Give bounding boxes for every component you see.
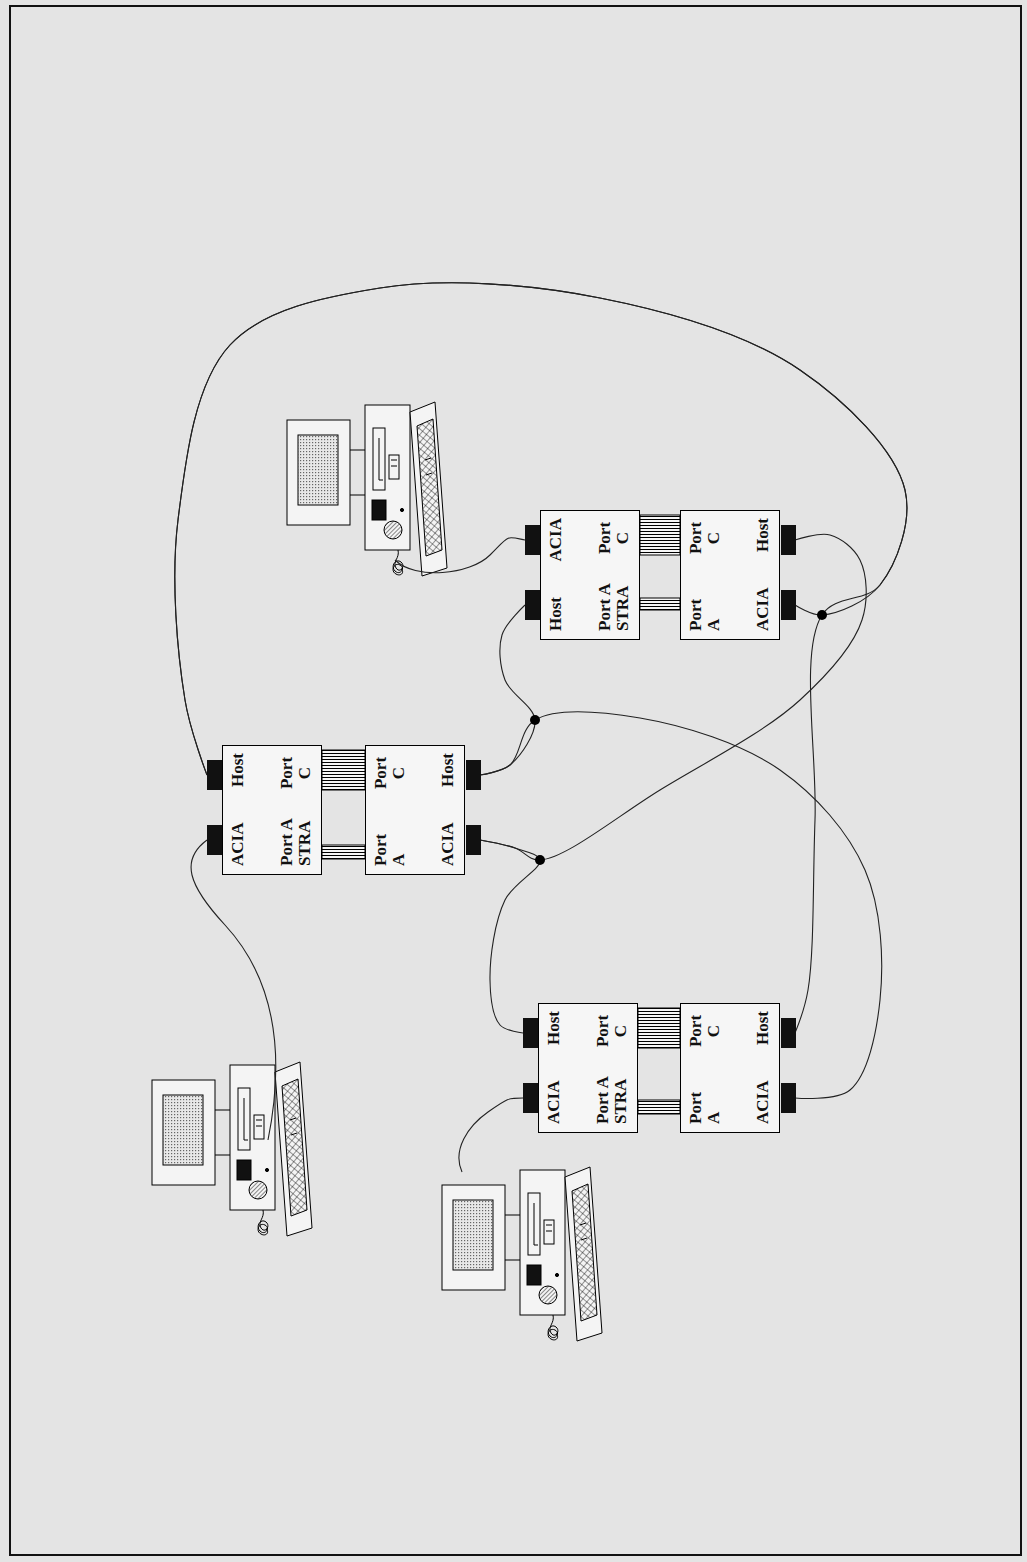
board-face: Port A Port C ACIA Host: [681, 511, 778, 638]
board-label: ACIA: [229, 823, 247, 866]
circuit-board: Port A Port C ACIA Host: [680, 1003, 780, 1133]
board-label: Host: [754, 1011, 772, 1045]
board-label: Port A STRA: [596, 571, 632, 631]
board-label: Host: [547, 597, 565, 631]
board-label: Port C: [594, 1011, 630, 1051]
board-label: Port C: [596, 518, 632, 558]
board-label: Port C: [687, 518, 723, 558]
junction-dot: [530, 715, 540, 725]
computer: [442, 1167, 602, 1341]
wire: [175, 283, 907, 775]
ribbon-cable: [640, 598, 680, 610]
board-label: Port A: [687, 1084, 723, 1124]
ribbon-cable: [640, 515, 680, 555]
board-label: ACIA: [545, 1081, 563, 1124]
connector-plug: [207, 825, 222, 855]
computer: [287, 402, 447, 576]
board-label: Port A: [372, 826, 408, 866]
board-label: Port C: [687, 1011, 723, 1051]
circuit-board: ACIA HostPort A STRA Port C: [222, 745, 322, 875]
circuit-board: Port A Port C ACIA Host: [365, 745, 465, 875]
computer: [152, 1062, 312, 1236]
wire: [480, 605, 535, 775]
board-face: Host ACIA Port A STRA Port C: [541, 511, 638, 638]
board-label: ACIA: [754, 1081, 772, 1124]
board-label: Host: [545, 1011, 563, 1045]
connector-plug: [525, 525, 540, 555]
wire: [480, 840, 540, 1033]
board-face: Port A Port C ACIA Host: [681, 1004, 778, 1131]
board-label: ACIA: [754, 588, 772, 631]
circuit-board: Host ACIA Port A STRA Port C: [540, 510, 640, 640]
connector-plug: [207, 760, 222, 790]
circuit-board: Port A Port C ACIA Host: [680, 510, 780, 640]
connector-plug: [523, 1018, 538, 1048]
board-face: ACIA HostPort A STRA Port C: [539, 1004, 636, 1131]
serial-cable: [459, 1098, 523, 1172]
board-face: ACIA HostPort A STRA Port C: [223, 746, 320, 873]
board-label: ACIA: [547, 518, 565, 561]
connector-plug: [781, 1083, 796, 1113]
board-label: Port A STRA: [278, 806, 314, 866]
connector-plug: [466, 760, 481, 790]
frame: [10, 6, 1021, 1555]
board-label: Host: [229, 753, 247, 787]
board-label: ACIA: [439, 823, 457, 866]
wire: [480, 534, 866, 860]
circuit-board: ACIA HostPort A STRA Port C: [538, 1003, 638, 1133]
board-label: Port A STRA: [594, 1064, 630, 1124]
ribbon-cable: [638, 1008, 680, 1048]
board-label: Port C: [372, 753, 408, 793]
ribbon-cable: [322, 845, 365, 859]
connector-plug: [466, 825, 481, 855]
board-label: Host: [439, 753, 457, 787]
board-face: Port A Port C ACIA Host: [366, 746, 463, 873]
connector-plug: [781, 1018, 796, 1048]
board-label: Host: [754, 518, 772, 552]
connector-plug: [525, 590, 540, 620]
connector-plug: [523, 1083, 538, 1113]
ribbon-cable: [322, 750, 365, 790]
connector-plug: [781, 525, 796, 555]
wire: [175, 283, 907, 1033]
connectors: [175, 283, 907, 1114]
junction-dot: [535, 855, 545, 865]
junction-dot: [817, 610, 827, 620]
board-label: Port C: [278, 753, 314, 793]
serial-cable: [191, 840, 276, 1140]
ribbon-cable: [638, 1100, 680, 1114]
connector-plug: [781, 590, 796, 620]
board-label: Port A: [687, 591, 723, 631]
serial-cable: [395, 538, 525, 573]
